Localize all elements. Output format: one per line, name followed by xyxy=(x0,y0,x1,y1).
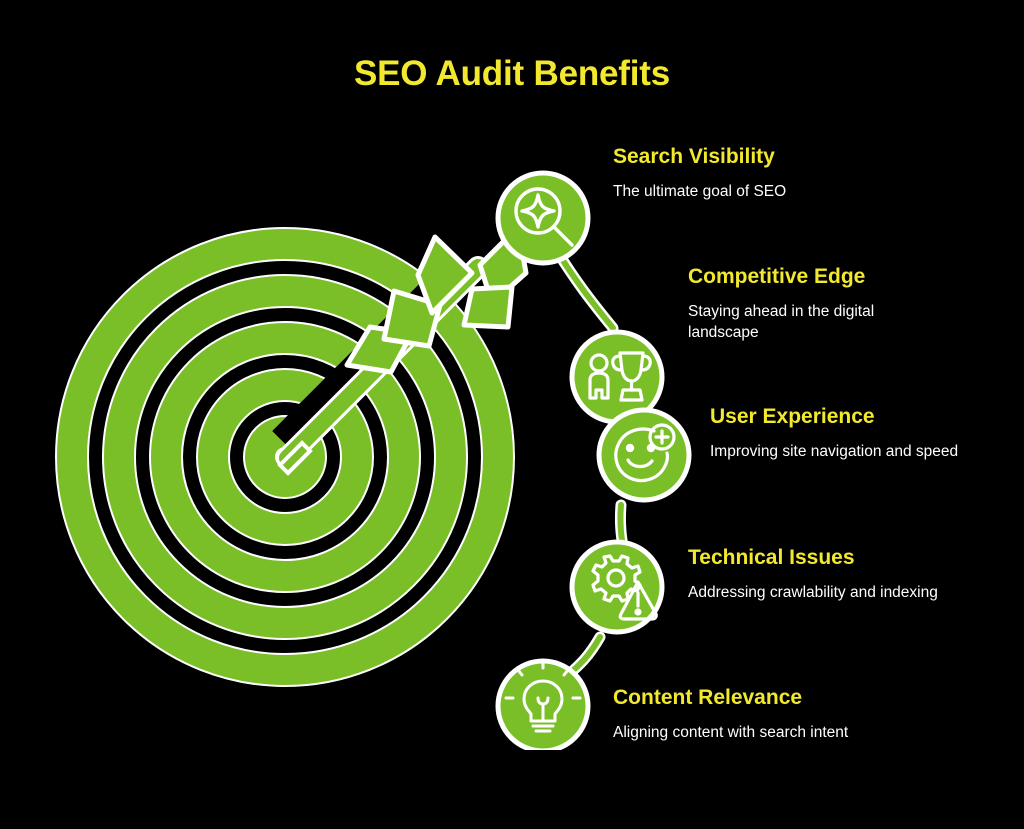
benefit-block-user-experience: User Experience Improving site navigatio… xyxy=(710,404,960,462)
gear-warning-icon xyxy=(591,554,658,621)
benefit-title: Content Relevance xyxy=(613,686,803,709)
benefit-description: Addressing crawlability and indexing xyxy=(688,584,938,601)
benefit-title: Technical Issues xyxy=(688,546,855,569)
person-trophy-icon xyxy=(588,351,652,402)
benefit-icon-technical-issues[interactable] xyxy=(569,539,665,635)
benefit-block-content-relevance: Content Relevance Aligning content with … xyxy=(613,685,863,743)
benefit-description: Aligning content with search intent xyxy=(613,724,849,741)
benefit-icon-content-relevance[interactable] xyxy=(495,658,591,750)
benefit-description: Staying ahead in the digital landscape xyxy=(688,303,875,341)
target-rings xyxy=(55,227,515,687)
benefit-title: User Experience xyxy=(710,405,875,428)
benefit-description: Improving site navigation and speed xyxy=(710,443,959,460)
benefit-icon-user-experience[interactable] xyxy=(596,407,692,503)
benefit-title: Competitive Edge xyxy=(688,265,866,288)
smiley-plus-icon xyxy=(614,423,676,483)
benefit-block-technical-issues: Technical Issues Addressing crawlability… xyxy=(688,545,938,603)
benefit-icon-competitive-edge[interactable] xyxy=(569,329,665,425)
benefit-block-competitive-edge: Competitive Edge Staying ahead in the di… xyxy=(688,264,928,343)
benefit-icon-chain xyxy=(495,170,692,750)
magnifier-sparkle-icon xyxy=(514,187,574,247)
target-with-arrow-graphic xyxy=(55,224,529,687)
arrow-icon xyxy=(276,224,529,476)
benefit-block-search-visibility: Search Visibility The ultimate goal of S… xyxy=(613,144,953,202)
benefit-icon-search-visibility[interactable] xyxy=(495,170,591,266)
lightbulb-icon xyxy=(504,660,582,733)
benefit-description: The ultimate goal of SEO xyxy=(613,183,787,200)
benefit-title: Search Visibility xyxy=(613,145,775,168)
page-title: SEO Audit Benefits xyxy=(354,54,670,93)
